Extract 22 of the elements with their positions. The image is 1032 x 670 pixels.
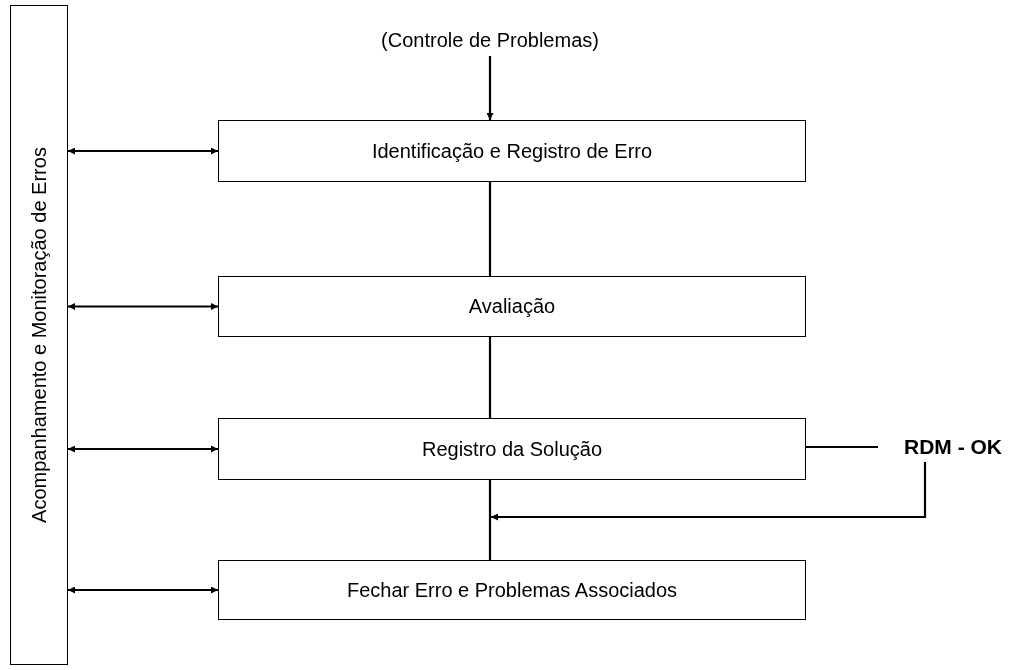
connector-line — [488, 337, 492, 418]
status-label: RDM - OK — [878, 432, 1028, 462]
arrow — [68, 586, 218, 594]
connector-line — [488, 182, 492, 276]
step-label: Registro da Solução — [421, 437, 603, 461]
arrow — [68, 147, 218, 155]
connector-line — [806, 445, 878, 449]
arrow — [486, 56, 494, 120]
panel-title: Acompanhamento e Monitoração de Erros — [27, 147, 51, 523]
arrow — [68, 445, 218, 453]
source-label: (Controle de Problemas) — [370, 24, 610, 56]
process-box — [218, 120, 806, 182]
tracking-panel — [10, 5, 68, 665]
step-label: Avaliação — [468, 295, 556, 318]
process-box — [218, 560, 806, 620]
step-label: Identificação e Registro de Erro — [371, 139, 653, 163]
process-box — [218, 418, 806, 480]
process-box — [218, 276, 806, 337]
step-label: Fechar Erro e Problemas Associados — [346, 578, 678, 602]
connector-line — [488, 480, 492, 560]
arrow — [68, 303, 218, 310]
arrow — [491, 462, 927, 521]
